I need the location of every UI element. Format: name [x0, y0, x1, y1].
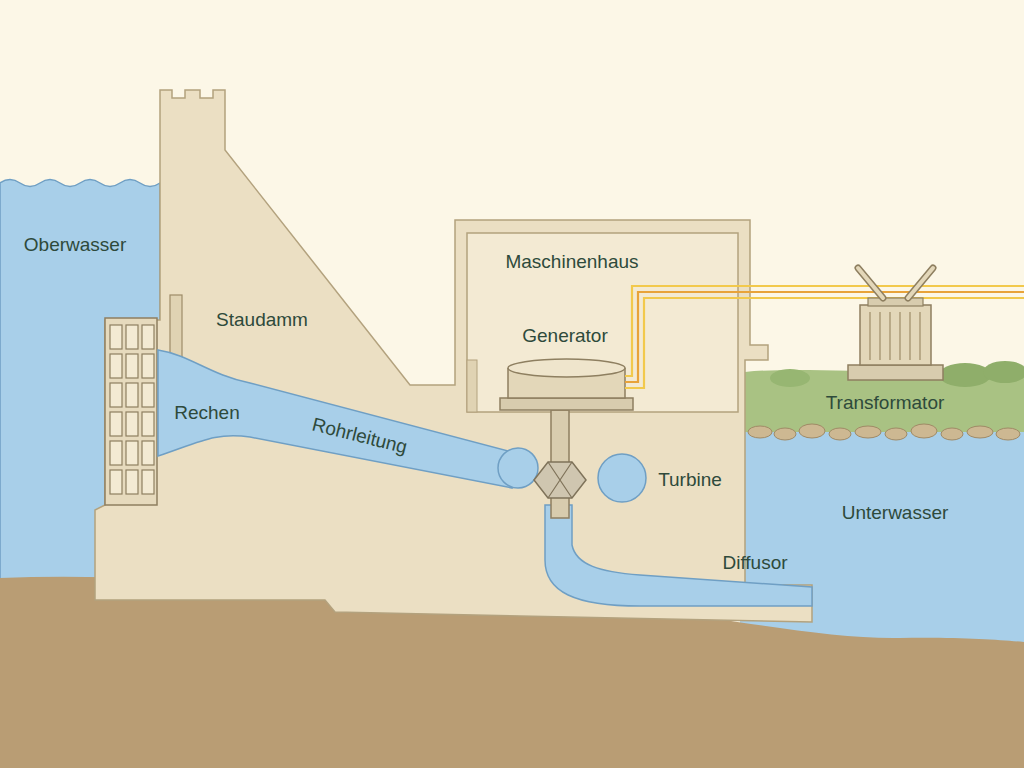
rack-cell: [126, 383, 138, 407]
rack-cell: [110, 383, 122, 407]
part-label: Maschinenhaus: [505, 251, 638, 273]
transformer-lid: [868, 298, 923, 306]
rack-cell: [126, 354, 138, 378]
rack-cell: [142, 354, 154, 378]
penstock: [158, 350, 512, 488]
machine-house-ledge: [467, 360, 477, 412]
rack-cell: [110, 325, 122, 349]
rack-cell: [142, 412, 154, 436]
power-line: [625, 292, 1024, 382]
rack-cell: [110, 470, 122, 494]
part-label: Turbine: [658, 469, 722, 491]
rack-cell: [126, 441, 138, 465]
dam-body: [95, 90, 812, 622]
rack-cell: [110, 441, 122, 465]
rack-cell: [142, 383, 154, 407]
part-label: Generator: [522, 325, 608, 347]
rack-cell: [110, 354, 122, 378]
rack-cell: [126, 412, 138, 436]
transformer-bushing: [858, 268, 933, 298]
generator-base: [500, 398, 633, 410]
part-label: Transformator: [826, 392, 945, 414]
part-label: Rechen: [174, 402, 240, 424]
transformer-base: [848, 365, 943, 380]
stone: [774, 428, 796, 440]
power-line: [625, 286, 1024, 376]
turbine-runner: [534, 462, 586, 498]
rack-cell: [126, 470, 138, 494]
part-label: Diffusor: [722, 552, 787, 574]
stone: [799, 424, 825, 438]
rack-cell: [142, 470, 154, 494]
runner-blades: [548, 462, 572, 498]
part-label: Staudamm: [216, 309, 308, 331]
stone: [911, 424, 937, 438]
stone: [967, 426, 993, 438]
transformer-body: [860, 305, 931, 365]
bush: [983, 361, 1024, 383]
stone: [941, 428, 963, 440]
rack-cell: [110, 412, 122, 436]
rack-cell: [142, 441, 154, 465]
stone: [829, 428, 851, 440]
machine-house-interior: [467, 233, 738, 412]
stone: [996, 428, 1020, 440]
generator-top: [508, 359, 625, 377]
trash-rack: [105, 318, 157, 505]
power-line: [625, 298, 1024, 388]
draft-tube: [545, 505, 812, 606]
stone: [855, 426, 881, 438]
transformer-bushing: [858, 268, 933, 298]
transformer-fins: [870, 312, 920, 360]
part-label: Oberwasser: [24, 234, 126, 256]
rack-cell: [126, 325, 138, 349]
rack-cell: [142, 325, 154, 349]
spiral-casing: [598, 454, 646, 502]
part-label: Rohrleitung: [310, 414, 410, 459]
stone: [885, 428, 907, 440]
bush: [939, 363, 991, 387]
spiral-casing: [498, 448, 538, 488]
part-label: Unterwasser: [842, 502, 949, 524]
stone: [748, 426, 772, 438]
bush: [770, 369, 810, 387]
